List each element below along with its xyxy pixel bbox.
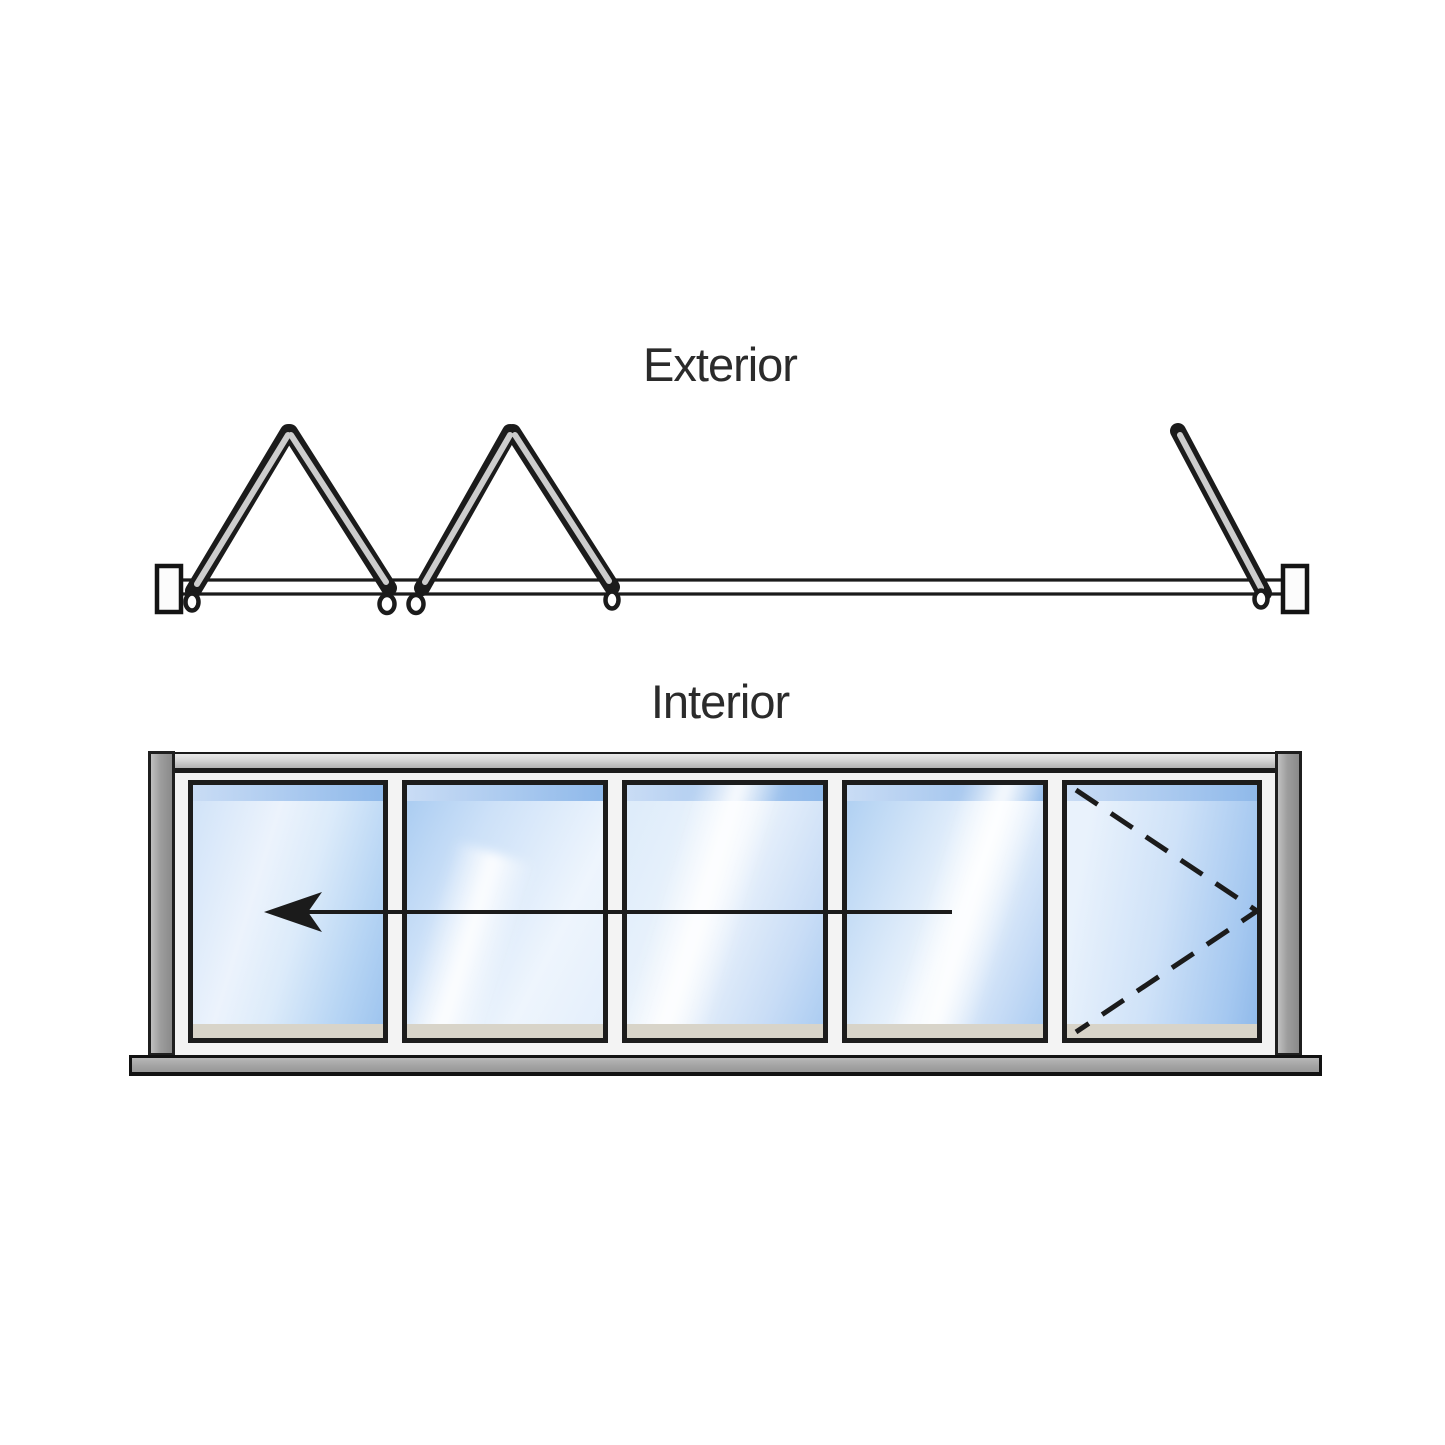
pivot-loop: [377, 592, 397, 616]
glass-reflection: [407, 840, 536, 1038]
exterior-label: Exterior: [643, 338, 798, 391]
pivot-loop: [406, 592, 426, 616]
exterior-plan-view: [154, 423, 1310, 616]
glass-bottom-tint: [193, 1024, 383, 1038]
glass-bottom-tint: [847, 1024, 1043, 1038]
panel-sash-frame: [402, 780, 608, 1043]
right-jamb: [1275, 751, 1302, 1056]
door-panel-5-swing: [1055, 773, 1275, 1055]
folded-panels-plan: [185, 424, 620, 599]
glass-bottom-tint: [627, 1024, 823, 1038]
plan-track: [178, 578, 1284, 596]
panel-glass: [407, 785, 603, 1038]
panel-sash-frame: [622, 780, 828, 1043]
sill: [129, 1055, 1322, 1076]
swing-panel-plan: [1170, 423, 1272, 601]
glass-reflection: [878, 785, 1043, 1038]
door-panel-4-folding: [835, 773, 1055, 1055]
interior-label: Interior: [650, 675, 790, 728]
glass-sky-tint: [1067, 785, 1257, 801]
panel-sash-frame: [1062, 780, 1262, 1043]
left-jamb: [148, 751, 175, 1056]
glass-bottom-tint: [1067, 1024, 1257, 1038]
panel-glass: [193, 785, 383, 1038]
panel-sash-frame: [188, 780, 388, 1043]
pivot-loop: [1252, 588, 1270, 610]
plan-right-jamb: [1280, 563, 1310, 615]
plan-jambs: [154, 563, 1310, 615]
panel-sash-frame: [842, 780, 1048, 1043]
panel-glass: [847, 785, 1043, 1038]
door-panels: [175, 771, 1275, 1055]
pivot-loop: [183, 591, 201, 613]
head-rail: [171, 752, 1277, 771]
glass-reflection: [627, 785, 791, 1038]
panel-glass: [627, 785, 823, 1038]
panel-glass: [1067, 785, 1257, 1038]
door-panel-2-folding: [395, 773, 615, 1055]
glass-bottom-tint: [407, 1024, 603, 1038]
door-panel-1-folding: [175, 773, 395, 1055]
glass-sky-tint: [407, 785, 603, 801]
pivot-loop: [603, 589, 621, 611]
glass-sky-tint: [193, 785, 383, 801]
door-panel-3-folding: [615, 773, 835, 1055]
pivot-loops: [183, 588, 1270, 616]
plan-left-jamb: [154, 563, 184, 615]
